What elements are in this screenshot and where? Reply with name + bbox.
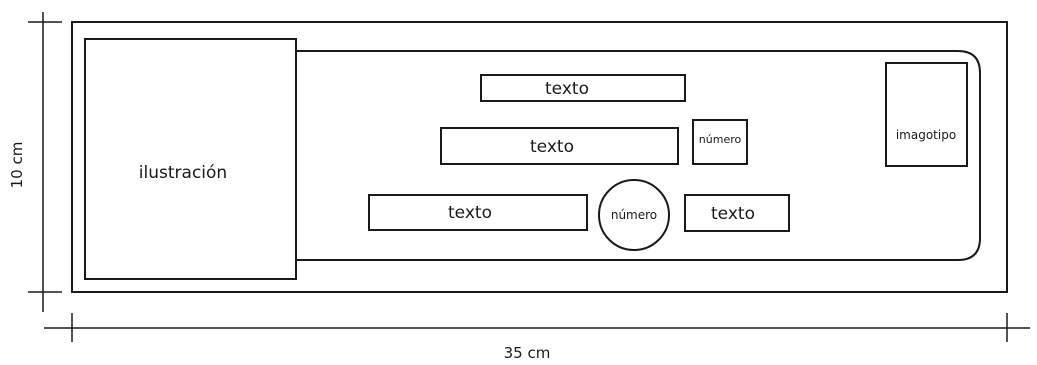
- text-box-3: [368, 194, 588, 231]
- number-circle-label: número: [611, 208, 657, 222]
- outer-frame: [71, 21, 1008, 293]
- inner-panel: [296, 50, 981, 261]
- height-dimension: [28, 12, 62, 312]
- width-dimension: [44, 313, 1030, 342]
- width-dimension-label: 35 cm: [504, 344, 551, 362]
- number-box-square-label: número: [699, 133, 742, 146]
- text-box-4-label: texto: [711, 204, 755, 224]
- text-box-1-label: texto: [545, 79, 589, 99]
- height-dimension-label: 10 cm: [8, 142, 26, 189]
- illustration-label: ilustración: [139, 163, 227, 183]
- logo-box: [885, 62, 968, 167]
- number-box-square: [692, 119, 748, 165]
- logo-label: imagotipo: [896, 128, 956, 142]
- illustration-box: [84, 38, 297, 280]
- text-box-4: [684, 194, 790, 232]
- text-box-2-label: texto: [530, 137, 574, 157]
- text-box-1: [480, 74, 686, 102]
- text-box-3-label: texto: [448, 203, 492, 223]
- text-box-2: [440, 127, 679, 165]
- number-circle: [598, 179, 670, 251]
